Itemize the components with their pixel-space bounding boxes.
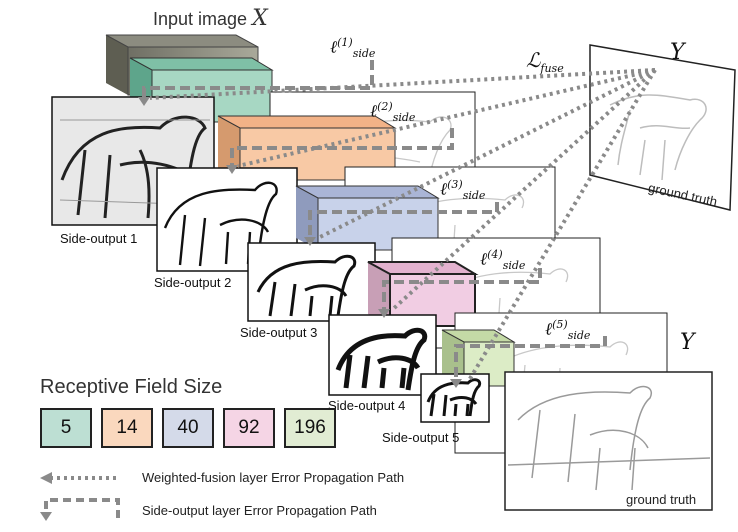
fusion-path-4 <box>390 68 657 312</box>
side-output-5-label: Side-output 5 <box>382 430 460 445</box>
side-output-4-label: Side-output 4 <box>328 398 406 413</box>
ground-truth-bottom-panel <box>504 371 713 511</box>
rfs-box-14: 14 <box>101 408 153 448</box>
side-path-arrowheads <box>138 97 462 388</box>
side-loss-5: ℓ(5)side <box>545 318 591 343</box>
legend-side-glyph <box>40 498 120 521</box>
side-paths <box>142 60 607 382</box>
side-path-5 <box>454 336 607 382</box>
receptive-field-title: Receptive Field Size <box>40 376 223 398</box>
gt-symbol-top: Y <box>670 40 685 65</box>
side-output-3-image <box>247 242 376 322</box>
side-output-3-label: Side-output 3 <box>240 325 318 340</box>
rfs-box-92: 92 <box>223 408 275 448</box>
side-path-4 <box>382 268 542 312</box>
fusion-path-5 <box>466 68 657 384</box>
legend-fusion-label: Weighted-fusion layer Error Propagation … <box>142 470 405 485</box>
fuse-loss-symbol: ℒ <box>526 48 541 72</box>
gt-symbol-bottom: Y <box>680 330 695 355</box>
side-path-3 <box>308 202 499 240</box>
fuse-loss-label: ℒfuse <box>526 48 564 75</box>
fusion-path-1 <box>149 68 656 100</box>
side-path-1 <box>142 60 374 100</box>
side-loss-3: ℓ(3)side <box>440 178 486 203</box>
rfs-box-196: 196 <box>284 408 336 448</box>
ground-truth-top-panel <box>589 44 736 211</box>
legend-fusion-glyph <box>40 472 118 484</box>
title-text: Input image <box>153 9 248 29</box>
legend-side-label: Side-output layer Error Propagation Path <box>142 503 377 518</box>
side-output-2-label: Side-output 2 <box>154 275 232 290</box>
side-output-1-label: Side-output 1 <box>60 231 138 246</box>
side-loss-1: ℓ(1)side <box>330 36 376 61</box>
rfs-box-5: 5 <box>40 408 92 448</box>
side-output-4-image <box>328 314 437 396</box>
side-loss-2: ℓ(2)side <box>370 100 416 125</box>
ground-truth-bottom-label: ground truth <box>626 492 697 507</box>
fusion-path-2 <box>237 68 656 168</box>
input-symbol: X <box>252 6 268 31</box>
rfs-box-40: 40 <box>162 408 214 448</box>
side-path-2 <box>230 128 454 168</box>
title-label: Input image X <box>153 6 268 31</box>
fusion-paths <box>149 68 657 384</box>
fuse-loss-subscript: fuse <box>540 62 564 75</box>
side-loss-4: ℓ(4)side <box>480 248 526 273</box>
